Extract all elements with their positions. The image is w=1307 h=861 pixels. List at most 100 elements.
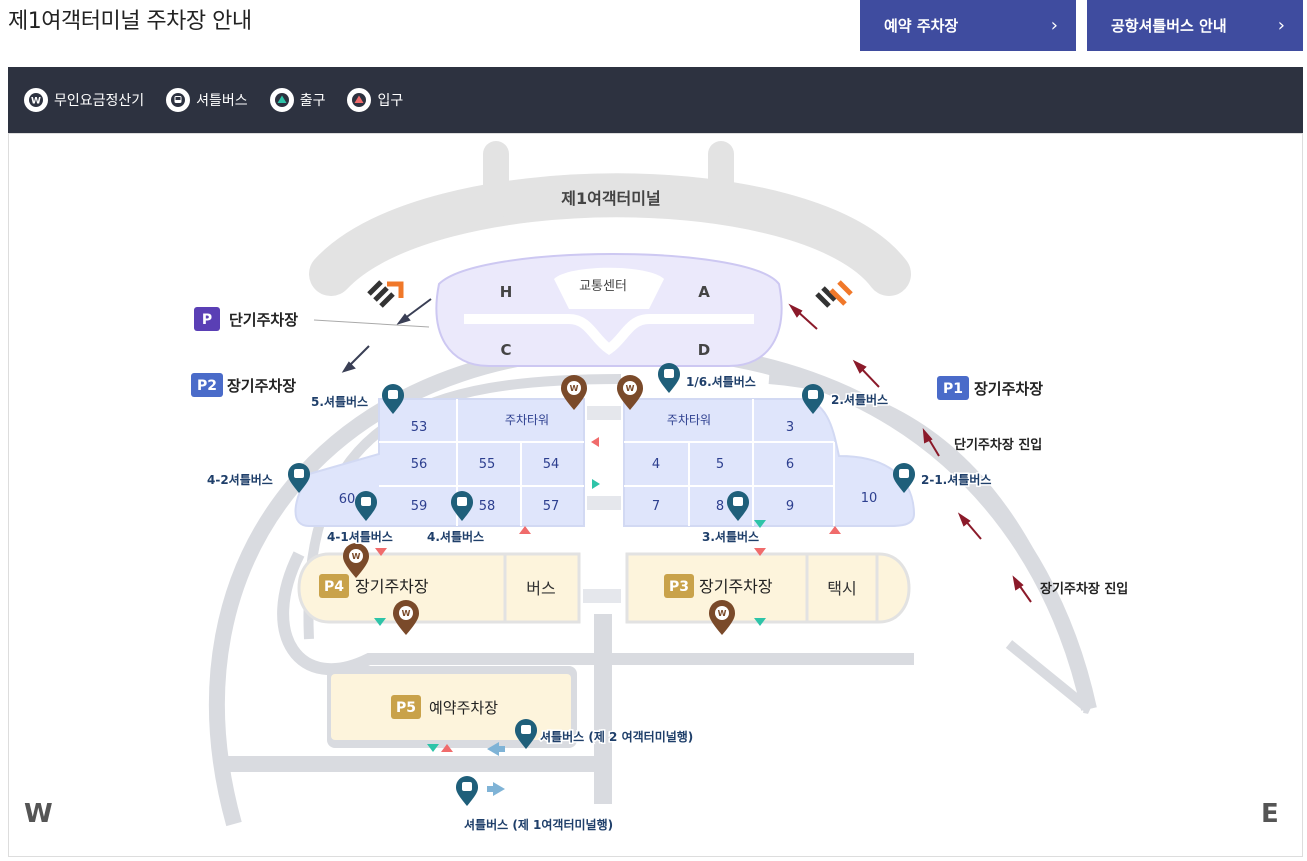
short-term-entry-label: 단기주차장 진입: [954, 437, 1042, 453]
p1-parking-label: P1 장기주차장: [937, 376, 1043, 400]
direction-arrows: [487, 742, 505, 796]
payment-kiosk-pins: W W W W W: [343, 375, 735, 635]
exit-icon: [269, 88, 294, 112]
zone-10: 10: [861, 491, 878, 506]
west-label: W: [24, 799, 53, 829]
parking-map[interactable]: 제1여객터미널 교통센터 H A C D 주차타워 주차타워: [8, 133, 1303, 857]
p2-parking-label: P2 장기주차장: [191, 373, 296, 397]
svg-text:W: W: [31, 97, 41, 107]
bus-icon: [802, 384, 824, 414]
svg-text:W: W: [570, 384, 579, 393]
zone-9: 9: [786, 499, 794, 514]
zone-5: 5: [716, 457, 724, 472]
chevron-right-icon: ›: [1050, 15, 1058, 36]
zone-55: 55: [479, 457, 496, 472]
zone-3: 3: [786, 420, 794, 435]
svg-text:P3: P3: [669, 579, 689, 595]
svg-text:W: W: [718, 609, 727, 618]
shuttle-pins: [288, 363, 915, 806]
road: [277, 551, 914, 676]
zone-58: 58: [479, 499, 496, 514]
svg-text:W: W: [402, 609, 411, 618]
svg-text:P1: P1: [943, 381, 963, 397]
shuttle-stop-1-6: 1/6.셔틀버스: [686, 374, 756, 389]
wing-a: A: [698, 283, 710, 301]
east-label: E: [1261, 799, 1279, 829]
payment-kiosk-icon: W: [617, 375, 643, 410]
transport-center-core: [554, 267, 664, 309]
parking-tower-label: 주차타워: [667, 413, 711, 427]
page-title: 제1여객터미널 주차장 안내: [8, 9, 252, 34]
zone-59: 59: [411, 499, 428, 514]
svg-text:W: W: [626, 384, 635, 393]
shuttle-to-t1: 셔틀버스 (제 1여객터미널행): [464, 817, 613, 832]
svg-text:단기주차장: 단기주차장: [229, 311, 298, 329]
svg-text:예약주차장: 예약주차장: [429, 699, 498, 717]
inner-road: [768, 374, 1094, 711]
road: [1005, 640, 1093, 714]
reserved-parking-label: 예약 주차장: [884, 17, 959, 35]
chevron-right-icon: ›: [1277, 15, 1285, 36]
zone-60: 60: [339, 492, 356, 507]
payment-kiosk-icon: W: [24, 88, 48, 112]
svg-text:장기주차장: 장기주차장: [699, 577, 773, 596]
lot-p3: [625, 552, 911, 624]
legend-bar: W 무인요금정산기 셔틀버스 출구 입구: [8, 67, 1303, 133]
shuttle-bus-info-button[interactable]: 공항셔틀버스 안내 ›: [1087, 0, 1303, 51]
shuttle-stop-2: 2.셔틀버스: [831, 392, 888, 407]
svg-text:P2: P2: [197, 378, 217, 394]
zone-56: 56: [411, 457, 428, 472]
svg-text:장기주차장: 장기주차장: [355, 577, 429, 596]
shuttle-stop-4: 4.셔틀버스: [427, 529, 484, 544]
legend-label: 출구: [299, 93, 326, 109]
transport-center: [435, 253, 783, 367]
bus-icon: [166, 88, 191, 112]
legend-label: 셔틀버스: [196, 93, 248, 109]
bus-icon: [727, 491, 749, 521]
road: [594, 614, 612, 804]
bus-icon: [451, 491, 473, 521]
reserved-parking-button[interactable]: 예약 주차장 ›: [860, 0, 1076, 51]
road: [464, 314, 754, 356]
payment-kiosk-icon: W: [393, 600, 419, 635]
svg-text:W: W: [352, 552, 361, 561]
parking-tower-label: 주차타워: [505, 413, 549, 427]
bus-icon: [288, 463, 310, 493]
taxi-zone-label: 택시: [827, 579, 856, 598]
terminal-building: [309, 173, 911, 296]
shuttle-stop-4-2: 4-2셔틀버스: [207, 472, 273, 487]
bus-icon: [515, 719, 537, 749]
zone-numbers: 53 56 55 54 60 59 58 57 3 4 5 6 7 8 9 10: [339, 420, 878, 514]
legend-label: 무인요금정산기: [54, 93, 145, 109]
road: [217, 756, 602, 772]
payment-kiosk-icon: W: [709, 600, 735, 635]
long-term-entry-label: 장기주차장 진입: [1040, 581, 1128, 597]
p4-parking-label: P4 장기주차장: [319, 574, 429, 598]
svg-text:P: P: [202, 312, 212, 328]
crosswalk: [587, 496, 621, 510]
bus-icon: [893, 463, 915, 493]
wing-h: H: [500, 283, 513, 301]
shuttle-to-t2: 셔틀버스 (제 2 여객터미널행): [540, 729, 693, 744]
bus-icon: [456, 776, 478, 806]
zone-54: 54: [543, 457, 560, 472]
terminal-pier: [483, 141, 734, 219]
legend-item-exit: 출구: [269, 88, 326, 112]
payment-kiosk-icon: W: [561, 375, 587, 410]
short-term-parking-label: P 단기주차장: [194, 307, 430, 331]
zone-6: 6: [786, 457, 794, 472]
entry-arrows: [788, 303, 1032, 603]
zone-8: 8: [716, 499, 724, 514]
shuttle-stop-4-1: 4-1셔틀버스: [327, 529, 393, 544]
shuttle-labels: 1/6.셔틀버스 2.셔틀버스 2-1.셔틀버스 3.셔틀버스 4.셔틀버스 4…: [206, 373, 993, 834]
zone-53: 53: [411, 420, 428, 435]
bus-zone-label: 버스: [526, 579, 555, 598]
shuttle-bus-info-label: 공항셔틀버스 안내: [1111, 17, 1227, 35]
entrance-exit-markers: [374, 437, 841, 752]
legend-item-shuttle: 셔틀버스: [166, 88, 248, 112]
parking-map-svg: 제1여객터미널 교통센터 H A C D 주차타워 주차타워: [24, 141, 1279, 834]
crosswalk: [583, 589, 621, 603]
wing-d: D: [698, 341, 710, 359]
svg-text:장기주차장: 장기주차장: [974, 380, 1043, 398]
crosswalk: [587, 406, 621, 420]
